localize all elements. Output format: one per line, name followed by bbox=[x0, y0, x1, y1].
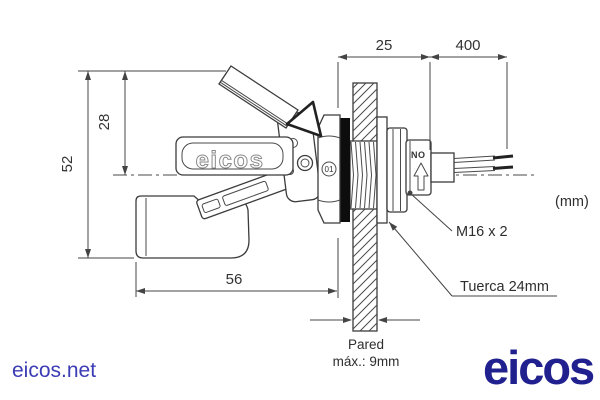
dimension-layer: 25 400 52 28 56 bbox=[59, 37, 589, 369]
wire-tip bbox=[492, 154, 514, 160]
dimension-thread-length: 25 bbox=[338, 37, 430, 60]
dimension-cable-length: 400 bbox=[430, 37, 507, 60]
body-index-label: 01 bbox=[325, 165, 334, 174]
threaded-stem bbox=[349, 140, 378, 210]
nut-spec-callout: Tuerca 24mm bbox=[388, 221, 557, 297]
index-badge bbox=[321, 161, 337, 177]
cable-sleeve bbox=[430, 152, 455, 183]
dimension-float-length: 56 bbox=[136, 271, 337, 294]
switch-housing: eicos bbox=[175, 136, 294, 176]
dim-float-length-label: 56 bbox=[226, 271, 243, 288]
dim-total-height-label: 52 bbox=[59, 156, 76, 173]
dimension-total-height: 52 bbox=[59, 71, 91, 258]
hex-body: 01 bbox=[317, 114, 341, 224]
thread-profile bbox=[350, 141, 377, 209]
brand-logo: eicos bbox=[483, 341, 595, 394]
dim-cable-length-label: 400 bbox=[455, 37, 480, 54]
wall-label-line1: Pared bbox=[348, 337, 384, 352]
wall-thickness-callout: Pared máx.: 9mm bbox=[310, 317, 420, 369]
wires bbox=[453, 154, 514, 173]
contact-marking-label: NO bbox=[411, 150, 426, 160]
dim-upper-height-label: 28 bbox=[96, 114, 113, 131]
dim-thread-length-label: 25 bbox=[376, 37, 393, 54]
spring-link bbox=[285, 100, 323, 138]
nut-spec-label: Tuerca 24mm bbox=[460, 279, 549, 295]
gasket bbox=[340, 118, 350, 222]
extension-lines bbox=[78, 62, 508, 298]
float-up-arrow-icon bbox=[413, 162, 429, 191]
paddle bbox=[218, 65, 299, 129]
hex-nut bbox=[386, 127, 408, 213]
dimension-upper-height: 28 bbox=[96, 71, 128, 175]
switch-end-cap: NO bbox=[405, 139, 432, 196]
thread-spec-callout: M16 x 2 bbox=[407, 190, 508, 240]
website-link[interactable]: eicos.net bbox=[12, 359, 97, 382]
wall-label-line2: máx.: 9mm bbox=[333, 354, 400, 369]
fastening-and-cable: NO bbox=[376, 116, 514, 224]
housing-logo-emboss: eicos bbox=[196, 147, 265, 174]
thread-spec-label: M16 x 2 bbox=[456, 224, 508, 240]
units-label: (mm) bbox=[555, 194, 589, 210]
washer bbox=[376, 116, 388, 224]
wire-tip bbox=[492, 165, 514, 170]
